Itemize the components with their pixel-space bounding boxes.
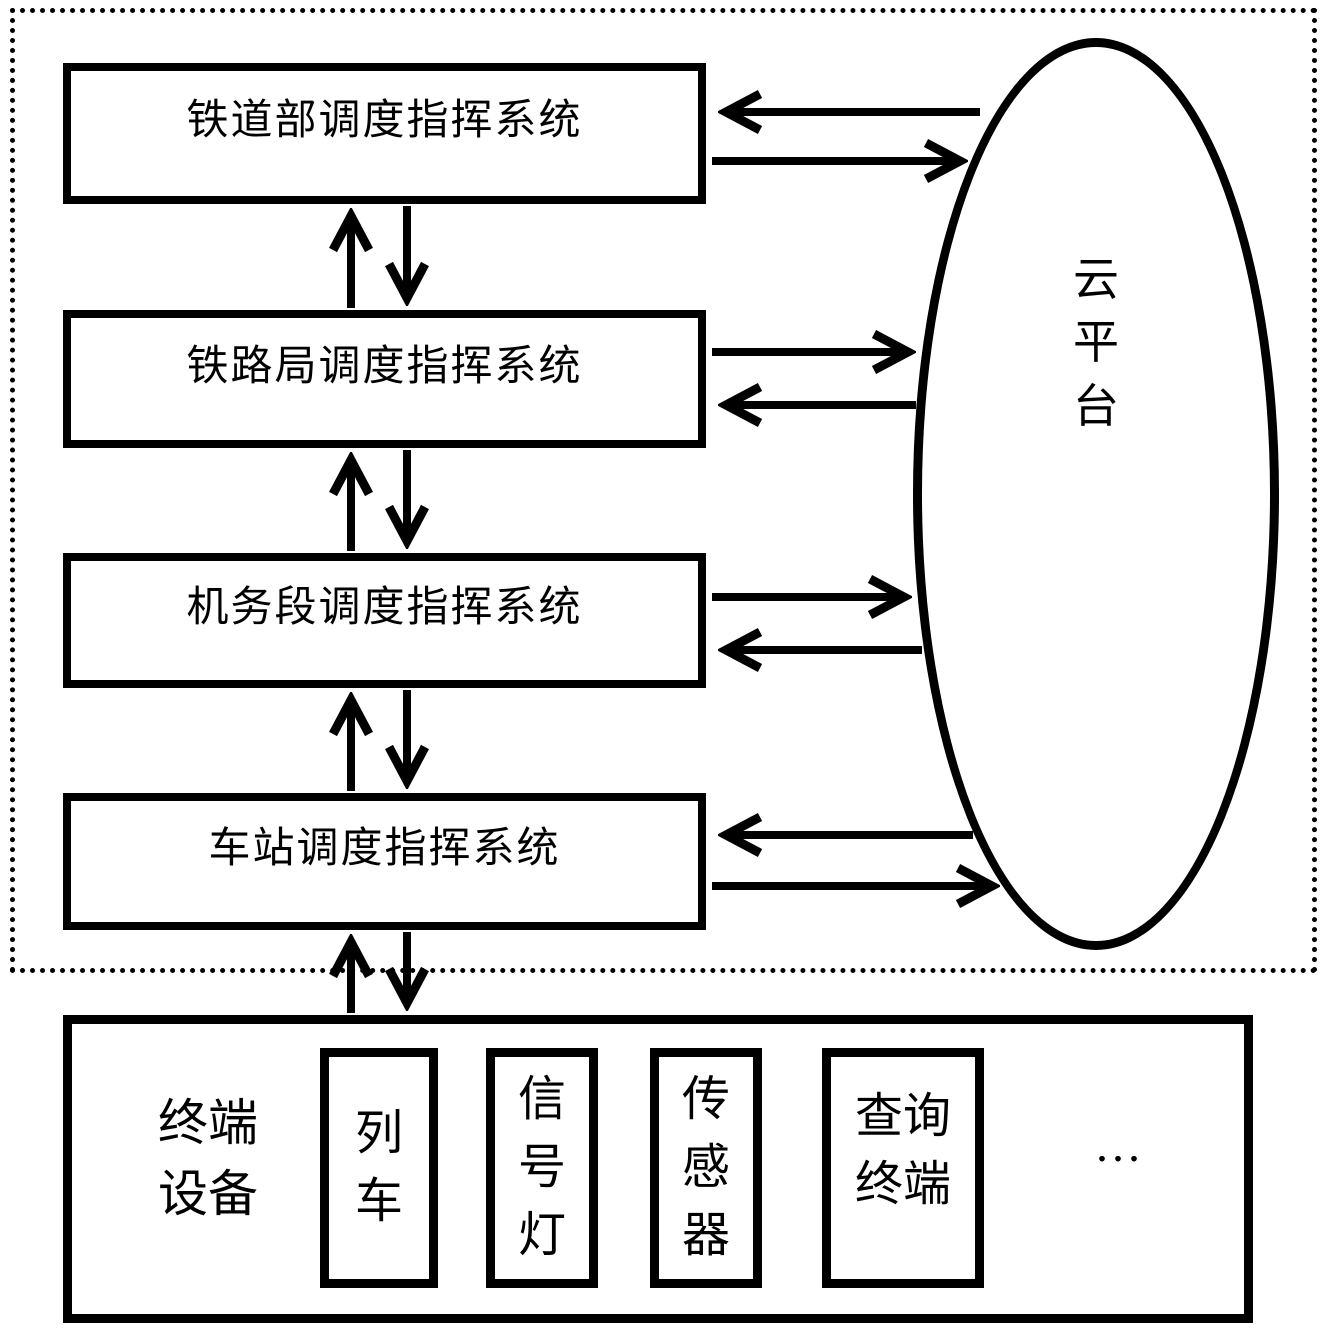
device-sensor-label: 传 感 器: [681, 1072, 730, 1263]
node-locomotive-depot-dispatch-system: 机务段调度指挥系统: [63, 553, 706, 688]
device-query-terminal: 查询 终端: [822, 1048, 984, 1288]
device-signal-light-label: 信 号 灯: [517, 1072, 566, 1263]
cloud-platform-ellipse: [913, 38, 1279, 950]
cloud-platform-label: 云 平 台: [1073, 254, 1119, 432]
device-query-terminal-label: 查询 终端: [854, 1090, 951, 1212]
terminal-equipment-label: 终端 设备: [158, 1095, 258, 1222]
more-devices-ellipsis: ...: [1096, 1119, 1144, 1172]
node-railway-bureau-label: 铁路局调度指挥系统: [186, 343, 583, 390]
node-ministry-label: 铁道部调度指挥系统: [186, 98, 583, 144]
node-station-dispatch-system: 车站调度指挥系统: [63, 793, 706, 930]
node-ministry-dispatch-system: 铁道部调度指挥系统: [63, 63, 706, 204]
device-train-label: 列 车: [354, 1106, 403, 1228]
node-railway-bureau-dispatch-system: 铁路局调度指挥系统: [63, 310, 706, 448]
dispatch-systems-group-border: [10, 8, 1317, 973]
node-locomotive-depot-label: 机务段调度指挥系统: [186, 585, 583, 631]
device-sensor: 传 感 器: [650, 1048, 762, 1288]
device-signal-light: 信 号 灯: [486, 1048, 598, 1288]
node-station-label: 车站调度指挥系统: [208, 826, 561, 872]
device-train: 列 车: [320, 1048, 438, 1288]
